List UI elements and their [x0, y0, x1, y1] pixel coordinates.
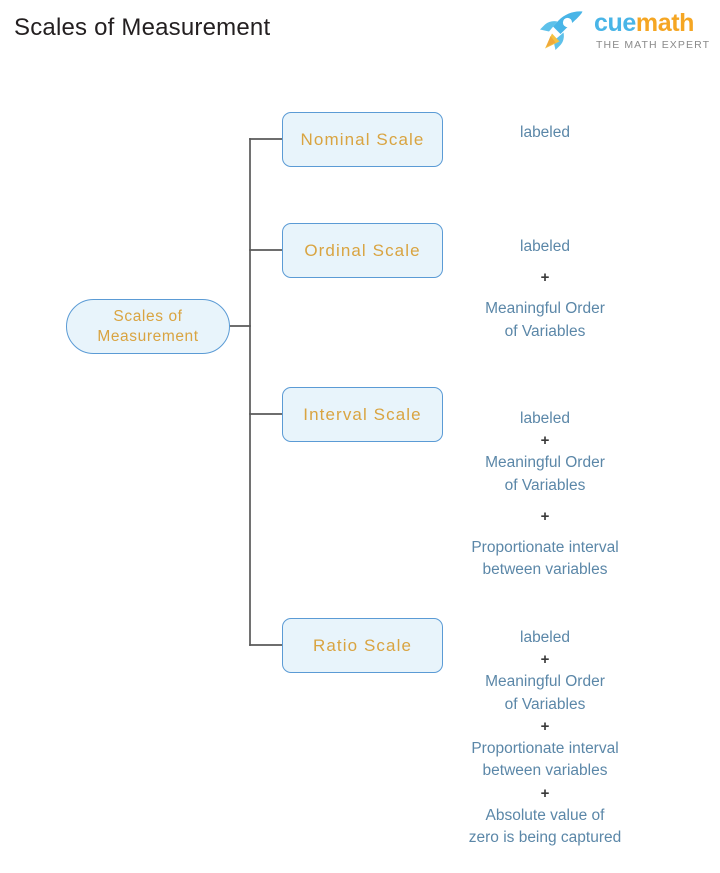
brand-word-math: math [635, 9, 695, 37]
description-nominal: labeled [425, 122, 665, 144]
description-line: labeled [520, 629, 570, 646]
plus-separator: + [540, 784, 550, 802]
description-interval: labeled + Meaningful Order of Variables … [425, 408, 665, 582]
description-line: labeled [520, 410, 570, 427]
node-root-scales-of-measurement[interactable]: Scales of Measurement [66, 299, 230, 354]
node-root-label-line2: Measurement [97, 327, 199, 345]
description-line: between variables [482, 561, 608, 579]
spacer [425, 289, 665, 298]
description-line: zero is being captured [468, 829, 622, 847]
description-line: of Variables [504, 322, 586, 340]
brand-logo: cuemath THE MATH EXPERT [536, 8, 712, 54]
node-root-label-line1: Scales of [113, 308, 183, 326]
description-line: labeled [520, 238, 570, 255]
node-interval-scale[interactable]: Interval Scale [282, 387, 443, 442]
description-line: of Variables [504, 476, 586, 494]
description-line: Meaningful Order [485, 454, 605, 472]
description-line: labeled [520, 124, 570, 141]
brand-wordmark: cuemath [594, 9, 694, 38]
description-line: of Variables [504, 695, 586, 713]
page-title: Scales of Measurement [14, 14, 271, 41]
description-line: Meaningful Order [485, 673, 605, 691]
node-ordinal-scale[interactable]: Ordinal Scale [282, 223, 443, 278]
description-line: between variables [482, 762, 608, 780]
plus-separator: + [540, 718, 550, 736]
description-line: Proportionate interval [471, 538, 619, 556]
plus-separator: + [540, 651, 550, 669]
plus-separator: + [540, 508, 550, 526]
description-ordinal: labeled + Meaningful Order of Variables [425, 236, 665, 343]
node-nominal-scale[interactable]: Nominal Scale [282, 112, 443, 167]
brand-word-cue: cue [594, 9, 636, 37]
plus-separator: + [540, 432, 550, 450]
brand-tagline: THE MATH EXPERT [596, 39, 711, 51]
spacer [425, 528, 665, 537]
rocket-icon [540, 11, 583, 50]
description-ratio: labeled + Meaningful Order of Variables … [425, 627, 665, 850]
node-ratio-scale[interactable]: Ratio Scale [282, 618, 443, 673]
spacer [425, 258, 665, 267]
description-line: Meaningful Order [485, 300, 605, 318]
description-line: Absolute value of [485, 806, 605, 824]
description-line: Proportionate interval [471, 739, 619, 757]
plus-separator: + [540, 269, 550, 287]
spacer [425, 497, 665, 506]
